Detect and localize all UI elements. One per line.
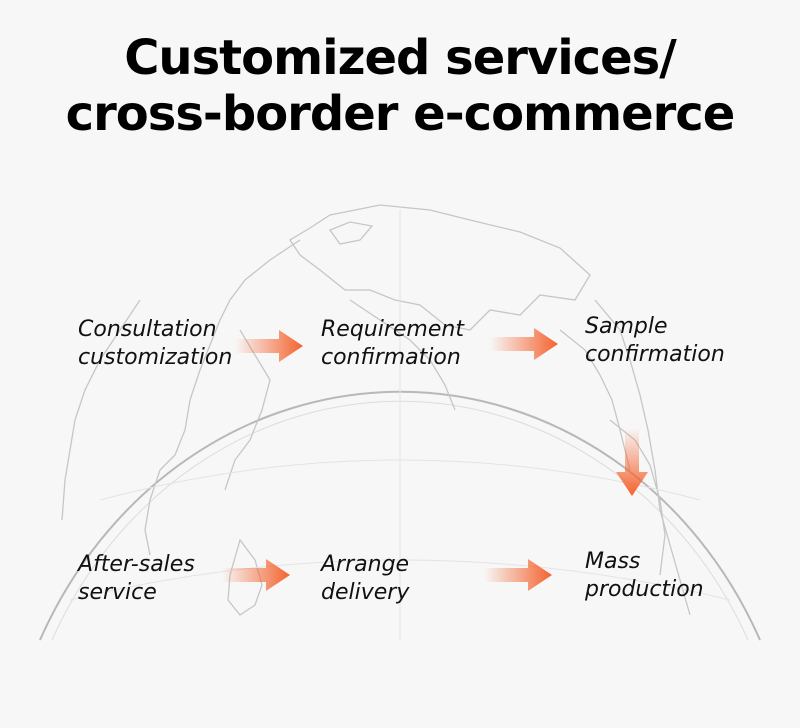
step-label-line-2: customization	[78, 345, 233, 370]
arrow-down-icon	[616, 428, 648, 496]
step-label-line-1: Requirement	[321, 317, 464, 342]
step-label-line-1: After-sales	[78, 552, 195, 577]
arrow-right-icon	[235, 330, 303, 362]
step-label-line-2: confirmation	[585, 342, 725, 367]
arrow-left-icon	[222, 559, 290, 591]
step-sample-confirmation: Sample confirmation	[585, 313, 725, 369]
step-label-line-2: confirmation	[321, 345, 461, 370]
title-line-2: cross-border e-commerce	[65, 86, 736, 142]
title-line-1: Customized services/	[124, 30, 677, 86]
step-label-line-1: Sample	[585, 314, 668, 339]
arrow-right-icon	[490, 328, 558, 360]
step-after-sales-service: After-sales service	[78, 551, 195, 607]
step-label-line-1: Mass	[585, 549, 641, 574]
step-consultation-customization: Consultation customization	[78, 316, 232, 372]
step-mass-production: Mass production	[585, 548, 704, 604]
arrow-left-icon	[484, 559, 552, 591]
step-label-line-1: Arrange	[321, 552, 410, 577]
step-requirement-confirmation: Requirement confirmation	[321, 316, 464, 372]
step-label-line-2: production	[585, 577, 704, 602]
page-title: Customized services/ cross-border e-comm…	[0, 30, 800, 142]
step-label-line-2: delivery	[321, 580, 410, 605]
step-arrange-delivery: Arrange delivery	[321, 551, 409, 607]
step-label-line-2: service	[78, 580, 157, 605]
step-label-line-1: Consultation	[78, 317, 217, 342]
